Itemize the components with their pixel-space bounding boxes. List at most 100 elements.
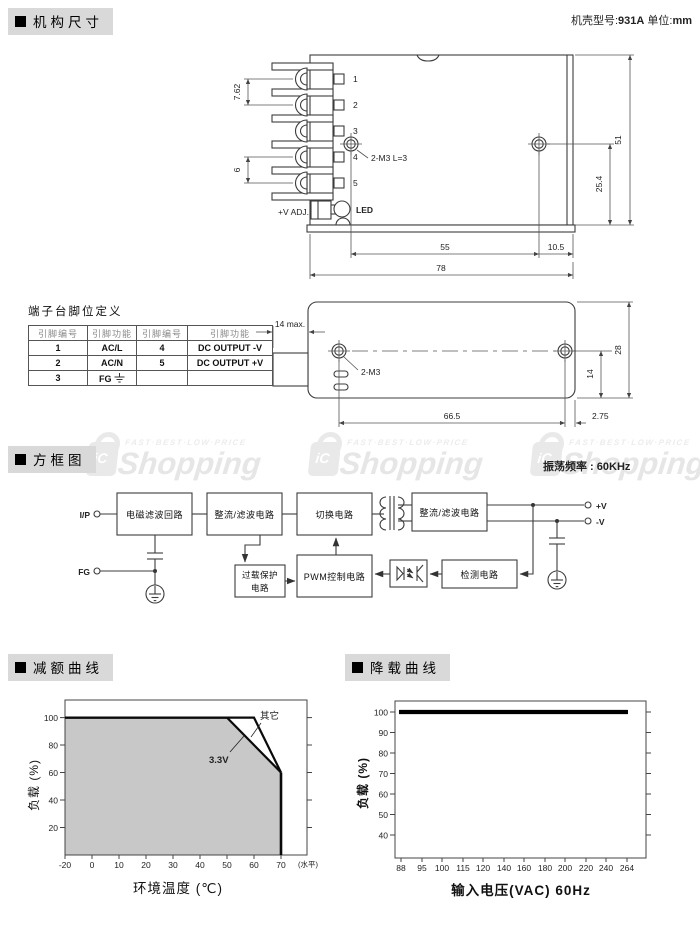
led-label: LED: [356, 205, 373, 215]
y-tick-label: 40: [49, 795, 59, 805]
x-tick-label: 0: [90, 860, 95, 870]
cell-pin-fn: FG: [87, 370, 137, 386]
earth-ground-icon: [114, 372, 125, 382]
y-tick-label: 60: [49, 768, 59, 778]
load-voltage-chart: 100 90 80 70 60 50 40 88 95 100 115 120 …: [355, 700, 651, 898]
pin-table: 引脚编号 引脚功能 引脚编号 引脚功能 1 AC/L 4 DC OUTPUT -…: [28, 325, 273, 386]
y-tick-label: 100: [44, 713, 58, 723]
chart-area-fill: [65, 717, 281, 855]
cell-pin-fn: AC/L: [87, 340, 137, 356]
cell-pin-fn: DC OUTPUT +V: [187, 355, 273, 371]
section-header-block: 方框图: [8, 446, 96, 473]
x-tick-label: 160: [517, 863, 531, 873]
dim-text: 78: [436, 263, 446, 273]
cell-pin-fn: [187, 370, 273, 386]
mounting-hole: [328, 340, 350, 362]
dim-text: 55: [440, 242, 450, 252]
svg-text:切换电路: 切换电路: [315, 509, 353, 520]
pin-number: 5: [353, 178, 358, 188]
fg-terminal-label: FG: [78, 567, 90, 577]
dim-side-height: 28: [577, 301, 633, 399]
pin-number: 1: [353, 74, 358, 84]
x-tick-label: 30: [168, 860, 178, 870]
x-tick-label: 20: [141, 860, 151, 870]
mounting-hole: [528, 133, 550, 155]
plot-box: [394, 700, 647, 859]
cell-pin-no: [136, 370, 188, 386]
dim-text: 66.5: [444, 411, 461, 421]
svg-text:电路: 电路: [251, 583, 269, 593]
y-tick-label: 90: [379, 728, 389, 738]
dim-text: 25.4: [594, 175, 604, 192]
col-header: 引脚功能: [187, 325, 273, 341]
table-row: 3 FG: [28, 370, 273, 386]
emi-filter-block: 电磁滤波回路: [116, 492, 193, 536]
annotation-leader: [250, 722, 262, 738]
dim-text: 7.62: [232, 83, 242, 100]
output-rectifier-block: 整流/滤波电路: [411, 492, 488, 532]
y-axis-label: 负载 (%): [355, 757, 370, 809]
freq-value: 60KHz: [596, 461, 631, 473]
side-view: 2-M3 14 max. 66.5 2.75: [256, 301, 633, 427]
output-capacitor-icon: [549, 521, 565, 571]
dim-text: 28: [613, 345, 623, 355]
overload-protect-block: 过载保护 电路: [234, 564, 286, 598]
dim-text: 2.75: [592, 411, 609, 421]
terminal-strip: [271, 62, 345, 201]
detect-block: 检测电路: [441, 559, 518, 589]
x-tick-marks: [400, 858, 628, 862]
svg-text:整流/滤波电路: 整流/滤波电路: [214, 509, 274, 520]
y-tick-label: 50: [379, 810, 389, 820]
mounting-hole: [340, 133, 362, 155]
svg-text:检测电路: 检测电路: [460, 569, 498, 580]
dim-hole-x: 55: [350, 152, 540, 258]
cell-pin-no: 3: [28, 370, 88, 386]
pin-definition: 端子台脚位定义 引脚编号 引脚功能 引脚编号 引脚功能 1 AC/L 4 DC …: [28, 303, 273, 386]
annotation-leader: [229, 735, 245, 753]
x-tick-label: 120: [476, 863, 490, 873]
svg-text:过载保护: 过载保护: [242, 570, 278, 580]
section-marker-icon: [15, 662, 26, 673]
cell-pin-no: 4: [136, 340, 188, 356]
dim-width: 78: [309, 234, 574, 279]
x-tick-label: 264: [620, 863, 634, 873]
fg-label: FG: [98, 373, 112, 384]
y-tick-label: 70: [379, 769, 389, 779]
dim-text: 51: [613, 135, 623, 145]
y-tick-marks: [390, 711, 651, 836]
output-neg-label: -V: [596, 517, 605, 527]
x-tick-label: 200: [558, 863, 572, 873]
y-axis-label: 负载 (%): [27, 759, 41, 811]
section-marker-icon: [15, 16, 26, 27]
y-tick-marks: [60, 717, 312, 828]
case-model-note: 机壳型号:931A 单位:mm: [571, 12, 692, 28]
table-row: 2 AC/N 5 DC OUTPUT +V: [28, 355, 273, 371]
dim-text: 14: [585, 369, 595, 379]
output-neg-terminal: [584, 517, 592, 525]
dim-hole-right: 10.5: [539, 234, 574, 258]
x-axis-label: 输入电压(VAC) 60Hz: [451, 882, 591, 898]
x-tick-label: 88: [396, 863, 406, 873]
y-tick-label: 80: [379, 748, 389, 758]
case-note-unit-label: 单位:: [647, 15, 673, 27]
table-header-row: 引脚编号 引脚功能 引脚编号 引脚功能: [28, 325, 273, 341]
vadj-label: +V ADJ.: [278, 207, 309, 217]
x-tick-label: 140: [497, 863, 511, 873]
x-unit-note: (水平): [298, 859, 318, 869]
dim-text: 6: [232, 167, 242, 172]
freq-label: 振荡频率 :: [543, 461, 594, 473]
dim-pin-pitch-2: 6: [232, 156, 293, 184]
section-title: 方框图: [33, 453, 86, 468]
section-title: 机构尺寸: [33, 15, 103, 30]
oscillation-freq-note: 振荡频率 : 60KHz: [543, 458, 630, 474]
col-header: 引脚编号: [136, 325, 188, 341]
dim-height: 51: [575, 54, 634, 226]
x-tick-label: 60: [249, 860, 259, 870]
watermark-brand: Shopping: [338, 446, 485, 481]
section-title: 降载曲线: [370, 661, 440, 676]
cell-pin-no: 2: [28, 355, 88, 371]
section-header-mech: 机构尺寸: [8, 8, 113, 35]
cell-pin-no: 5: [136, 355, 188, 371]
series-label-3v3: 3.3V: [209, 755, 229, 766]
case-note-prefix: 机壳型号:: [570, 15, 619, 27]
